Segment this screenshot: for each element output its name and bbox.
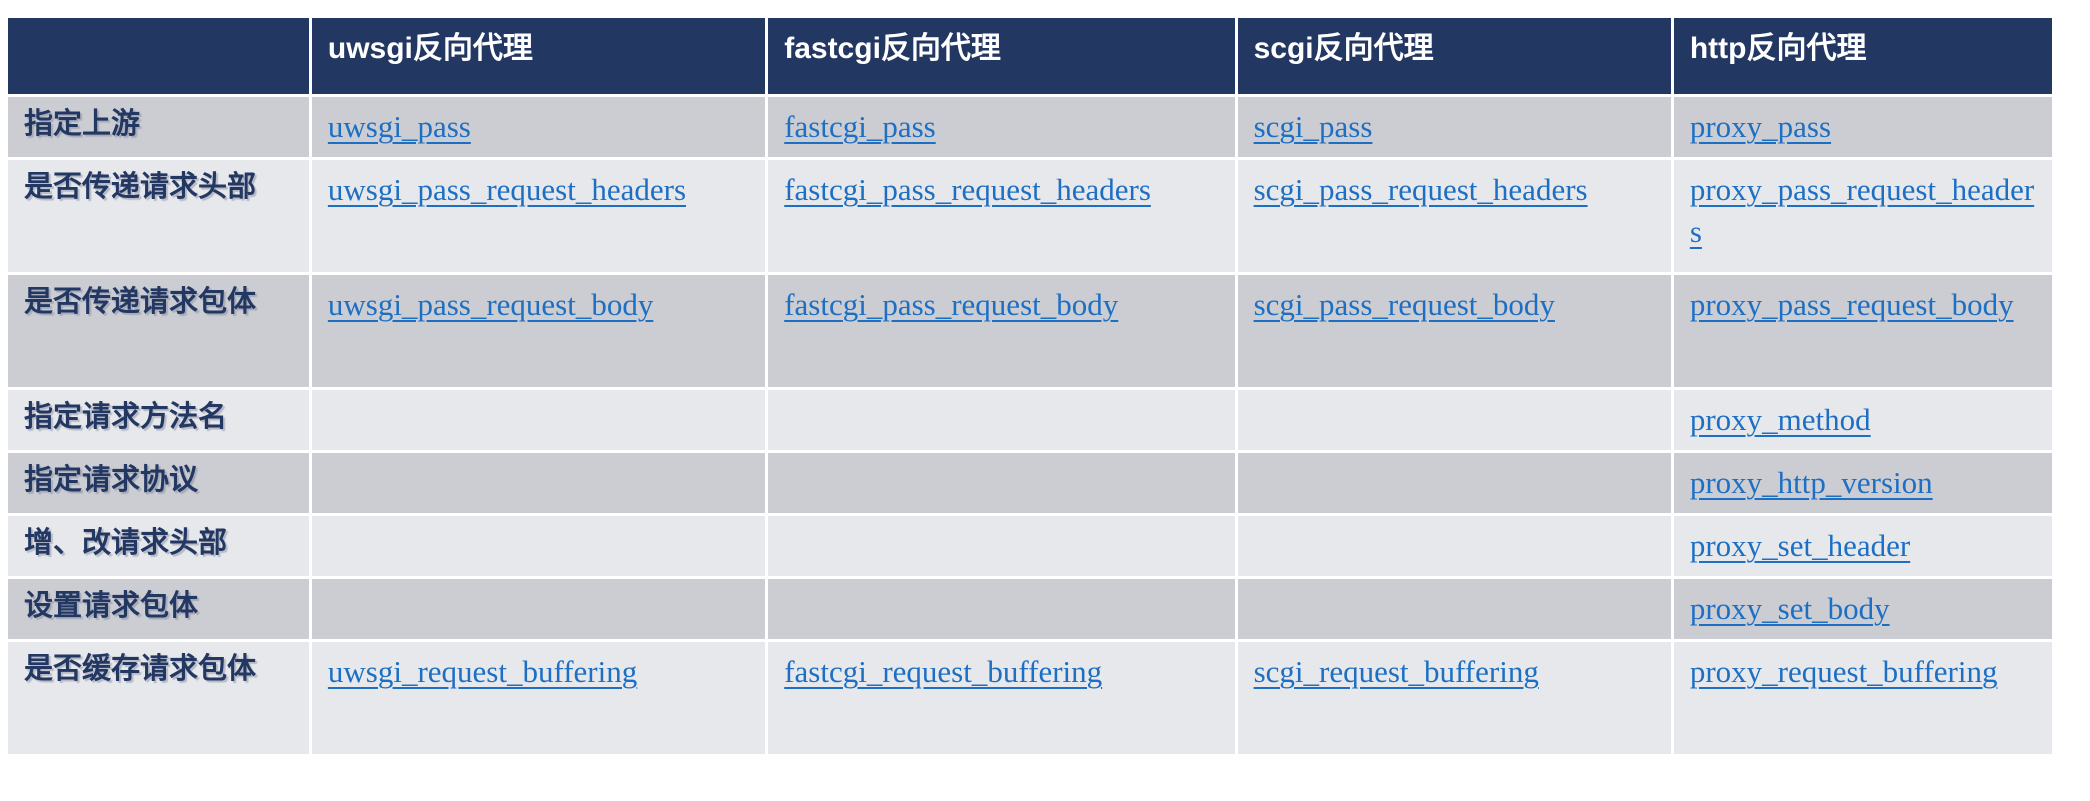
directive-link[interactable]: proxy_pass_request_body [1689, 287, 2014, 322]
directive-link[interactable]: fastcgi_request_buffering [784, 654, 1103, 689]
row-label: 设置请求包体 [8, 579, 309, 639]
cell-http: proxy_pass_request_body [1673, 275, 2052, 387]
row-label: 是否传递请求包体 [8, 275, 309, 387]
cell-scgi [1237, 579, 1671, 639]
header-row: uwsgi反向代理 fastcgi反向代理 scgi反向代理 http反向代理 [8, 18, 2052, 94]
row-label: 是否传递请求头部 [8, 160, 309, 272]
cell-scgi: scgi_pass [1237, 97, 1671, 157]
cell-scgi: scgi_pass_request_body [1237, 275, 1671, 387]
directive-link[interactable]: uwsgi_request_buffering [327, 654, 638, 689]
row-label: 指定请求协议 [8, 453, 309, 513]
directive-link[interactable]: proxy_set_header [1689, 528, 1911, 563]
cell-scgi [1237, 516, 1671, 576]
cell-fastcgi: fastcgi_request_buffering [768, 642, 1235, 754]
cell-http: proxy_set_header [1673, 516, 2052, 576]
directive-link[interactable]: uwsgi_pass_request_body [327, 287, 654, 322]
cell-uwsgi: uwsgi_request_buffering [311, 642, 766, 754]
table-row: 是否缓存请求包体 uwsgi_request_buffering fastcgi… [8, 642, 2052, 754]
table-row: 指定请求协议 proxy_http_version [8, 453, 2052, 513]
cell-fastcgi: fastcgi_pass_request_body [768, 275, 1235, 387]
table-row: 设置请求包体 proxy_set_body [8, 579, 2052, 639]
directive-link[interactable]: uwsgi_pass_request_headers [327, 172, 687, 207]
cell-fastcgi [768, 516, 1235, 576]
cell-scgi: scgi_pass_request_headers [1237, 160, 1671, 272]
directive-link[interactable]: fastcgi_pass_request_body [784, 287, 1119, 322]
table-row: 指定上游 uwsgi_pass fastcgi_pass scgi_pass p… [8, 97, 2052, 157]
row-label: 指定请求方法名 [8, 390, 309, 450]
directive-link[interactable]: proxy_http_version [1689, 465, 1933, 500]
column-header-uwsgi: uwsgi反向代理 [311, 18, 766, 94]
column-header-scgi: scgi反向代理 [1237, 18, 1671, 94]
column-header-corner [8, 18, 309, 94]
table-row: 增、改请求头部 proxy_set_header [8, 516, 2052, 576]
cell-fastcgi: fastcgi_pass_request_headers [768, 160, 1235, 272]
directive-link[interactable]: scgi_pass_request_body [1253, 287, 1555, 322]
row-label: 增、改请求头部 [8, 516, 309, 576]
directive-link[interactable]: scgi_pass_request_headers [1253, 172, 1588, 207]
directive-link[interactable]: fastcgi_pass [784, 109, 936, 144]
cell-http: proxy_http_version [1673, 453, 2052, 513]
directive-link[interactable]: uwsgi_pass [327, 109, 471, 144]
directive-link[interactable]: proxy_pass [1689, 109, 1832, 144]
directive-link[interactable]: proxy_request_buffering [1689, 654, 1998, 689]
directive-link[interactable]: proxy_method [1689, 402, 1871, 437]
cell-http: proxy_pass [1673, 97, 2052, 157]
cell-fastcgi [768, 453, 1235, 513]
cell-uwsgi [311, 390, 766, 450]
cell-http: proxy_pass_request_headers [1673, 160, 2052, 272]
cell-uwsgi: uwsgi_pass_request_body [311, 275, 766, 387]
table-header: uwsgi反向代理 fastcgi反向代理 scgi反向代理 http反向代理 [8, 18, 2052, 94]
cell-http: proxy_method [1673, 390, 2052, 450]
row-label: 指定上游 [8, 97, 309, 157]
cell-http: proxy_set_body [1673, 579, 2052, 639]
row-label: 是否缓存请求包体 [8, 642, 309, 754]
cell-http: proxy_request_buffering [1673, 642, 2052, 754]
directive-link[interactable]: fastcgi_pass_request_headers [784, 172, 1151, 207]
column-header-fastcgi: fastcgi反向代理 [768, 18, 1235, 94]
directive-link[interactable]: proxy_pass_request_headers [1689, 172, 2035, 249]
cell-fastcgi: fastcgi_pass [768, 97, 1235, 157]
table-row: 指定请求方法名 proxy_method [8, 390, 2052, 450]
table-row: 是否传递请求包体 uwsgi_pass_request_body fastcgi… [8, 275, 2052, 387]
column-header-http: http反向代理 [1673, 18, 2052, 94]
cell-uwsgi: uwsgi_pass_request_headers [311, 160, 766, 272]
directive-link[interactable]: scgi_pass [1253, 109, 1373, 144]
proxy-directives-table: uwsgi反向代理 fastcgi反向代理 scgi反向代理 http反向代理 … [5, 15, 2055, 757]
cell-fastcgi [768, 579, 1235, 639]
cell-uwsgi [311, 453, 766, 513]
cell-uwsgi [311, 579, 766, 639]
cell-scgi [1237, 390, 1671, 450]
cell-fastcgi [768, 390, 1235, 450]
cell-scgi: scgi_request_buffering [1237, 642, 1671, 754]
directive-link[interactable]: proxy_set_body [1689, 591, 1890, 626]
cell-uwsgi: uwsgi_pass [311, 97, 766, 157]
cell-uwsgi [311, 516, 766, 576]
table-row: 是否传递请求头部 uwsgi_pass_request_headers fast… [8, 160, 2052, 272]
directive-link[interactable]: scgi_request_buffering [1253, 654, 1539, 689]
cell-scgi [1237, 453, 1671, 513]
